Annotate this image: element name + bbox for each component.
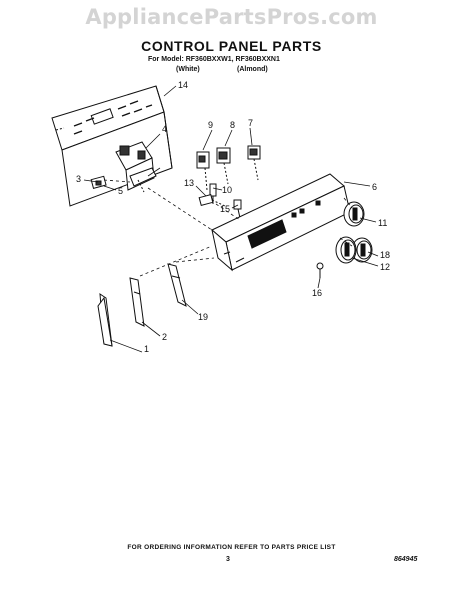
- page-title: CONTROL PANEL PARTS: [141, 38, 322, 54]
- front-control-panel: [211, 173, 351, 272]
- screw-16: [316, 262, 324, 278]
- callout-15: 15: [220, 204, 230, 214]
- callout-2: 2: [162, 332, 167, 342]
- switch-9: [196, 151, 210, 191]
- hardware-15: [233, 199, 242, 219]
- ordering-note: FOR ORDERING INFORMATION REFER TO PARTS …: [127, 544, 336, 551]
- switch-8: [216, 147, 231, 185]
- variant-almond: (Almond): [237, 66, 268, 73]
- end-cap-2: [129, 277, 145, 327]
- callout-5: 5: [118, 186, 123, 196]
- callout-10: 10: [222, 185, 232, 195]
- model-line: For Model: RF360BXXW1, RF360BXXN1: [148, 56, 280, 63]
- knob-12: [335, 236, 357, 264]
- callout-19: 19: [198, 312, 208, 322]
- callout-4: 4: [162, 124, 167, 134]
- callout-8: 8: [230, 120, 235, 130]
- end-cap-1: [97, 293, 113, 347]
- switch-5: [129, 167, 157, 193]
- callout-13: 13: [184, 178, 194, 188]
- document-number: 864945: [394, 556, 418, 563]
- hardware-13: [198, 193, 226, 207]
- callout-6: 6: [372, 182, 377, 192]
- watermark: AppliancePartsPros.com: [85, 5, 378, 29]
- callout-11: 11: [378, 218, 387, 228]
- end-cap-19: [167, 263, 187, 307]
- callout-3: 3: [76, 174, 81, 184]
- switch-3: [90, 175, 107, 189]
- knob-18: [351, 237, 373, 263]
- switch-7: [247, 145, 261, 181]
- callout-7: 7: [248, 118, 253, 128]
- callout-14: 14: [178, 80, 188, 90]
- callout-18: 18: [380, 250, 390, 260]
- callout-16: 16: [312, 288, 322, 298]
- callout-9: 9: [208, 120, 213, 130]
- callout-12: 12: [380, 262, 390, 272]
- rear-console-panel: [51, 85, 173, 207]
- knob-11: [343, 201, 365, 227]
- callout-1: 1: [144, 344, 149, 354]
- variant-white: (White): [176, 66, 200, 73]
- page-number: 3: [226, 556, 230, 563]
